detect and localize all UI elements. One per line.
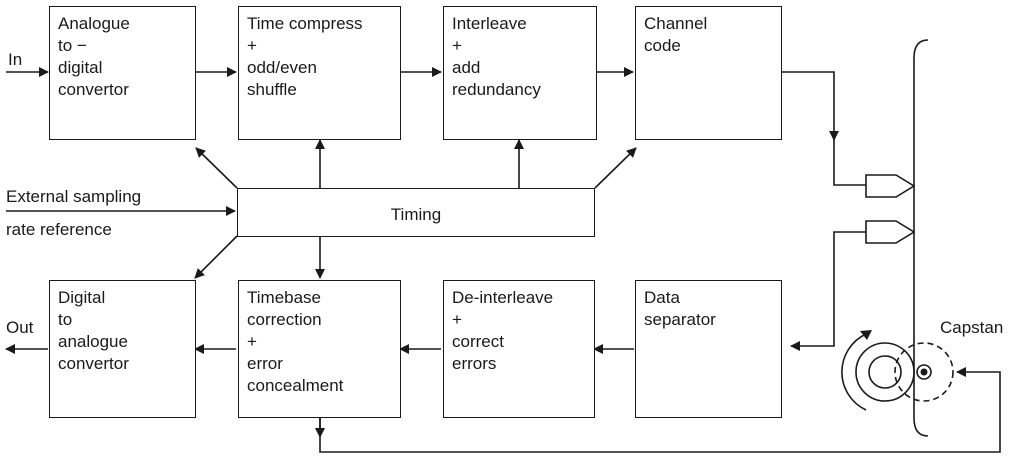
pinch-roller-center-icon bbox=[920, 368, 928, 376]
timing-to-channel-arrow bbox=[594, 147, 637, 189]
deinterleave-label: De-interleave + correct errors bbox=[452, 288, 554, 373]
timebase-block: Timebase correction + error concealment bbox=[238, 280, 401, 418]
interleave-label: Interleave + add redundancy bbox=[452, 14, 541, 99]
timing-to-adc-arrow bbox=[195, 147, 238, 189]
time-compress-block: Time compress + odd/even shuffle bbox=[238, 6, 401, 140]
capstan-rotation-icon bbox=[841, 333, 867, 411]
deinterleave-block: De-interleave + correct errors bbox=[443, 280, 595, 418]
write-head-icon bbox=[865, 174, 916, 198]
timebase-label: Timebase correction + error concealment bbox=[247, 288, 344, 395]
capstan-feedback-line bbox=[319, 367, 1001, 453]
adc-block: Analogue to − digital convertor bbox=[49, 6, 196, 140]
dac-block: Digital to analogue convertor bbox=[49, 280, 196, 418]
data-separator-label: Data separator bbox=[644, 288, 716, 329]
capstan-pinch-roller-icon bbox=[894, 342, 954, 402]
adc-label: Analogue to − digital convertor bbox=[58, 14, 130, 99]
timing-block: Timing bbox=[237, 188, 595, 237]
channel-code-label: Channel code bbox=[644, 14, 708, 55]
capstan-inner-icon bbox=[868, 355, 902, 389]
external-ref-label-line2: rate reference bbox=[6, 220, 112, 239]
capstan-outer-icon bbox=[855, 342, 915, 402]
channel-code-block: Channel code bbox=[635, 6, 782, 140]
rotation-arrowhead-icon bbox=[860, 330, 872, 340]
dac-label: Digital to analogue convertor bbox=[58, 288, 129, 373]
read-head-to-separator-line bbox=[790, 231, 866, 351]
tape-icon bbox=[913, 39, 929, 437]
read-head-icon bbox=[865, 220, 916, 244]
out-label: Out bbox=[6, 318, 34, 337]
pinch-roller-hub-icon bbox=[916, 364, 932, 380]
interleave-block: Interleave + add redundancy bbox=[443, 6, 597, 140]
in-label: In bbox=[8, 50, 23, 69]
external-ref-label-line1: External sampling bbox=[6, 187, 142, 206]
write-head-feed-line bbox=[833, 140, 866, 186]
capstan-label: Capstan bbox=[940, 318, 1004, 337]
timing-to-dac-arrow bbox=[194, 235, 238, 279]
data-separator-block: Data separator bbox=[635, 280, 782, 418]
time-compress-label: Time compress + odd/even shuffle bbox=[247, 14, 363, 99]
channel-to-write-head-line bbox=[781, 71, 839, 141]
timing-label: Timing bbox=[390, 205, 442, 224]
